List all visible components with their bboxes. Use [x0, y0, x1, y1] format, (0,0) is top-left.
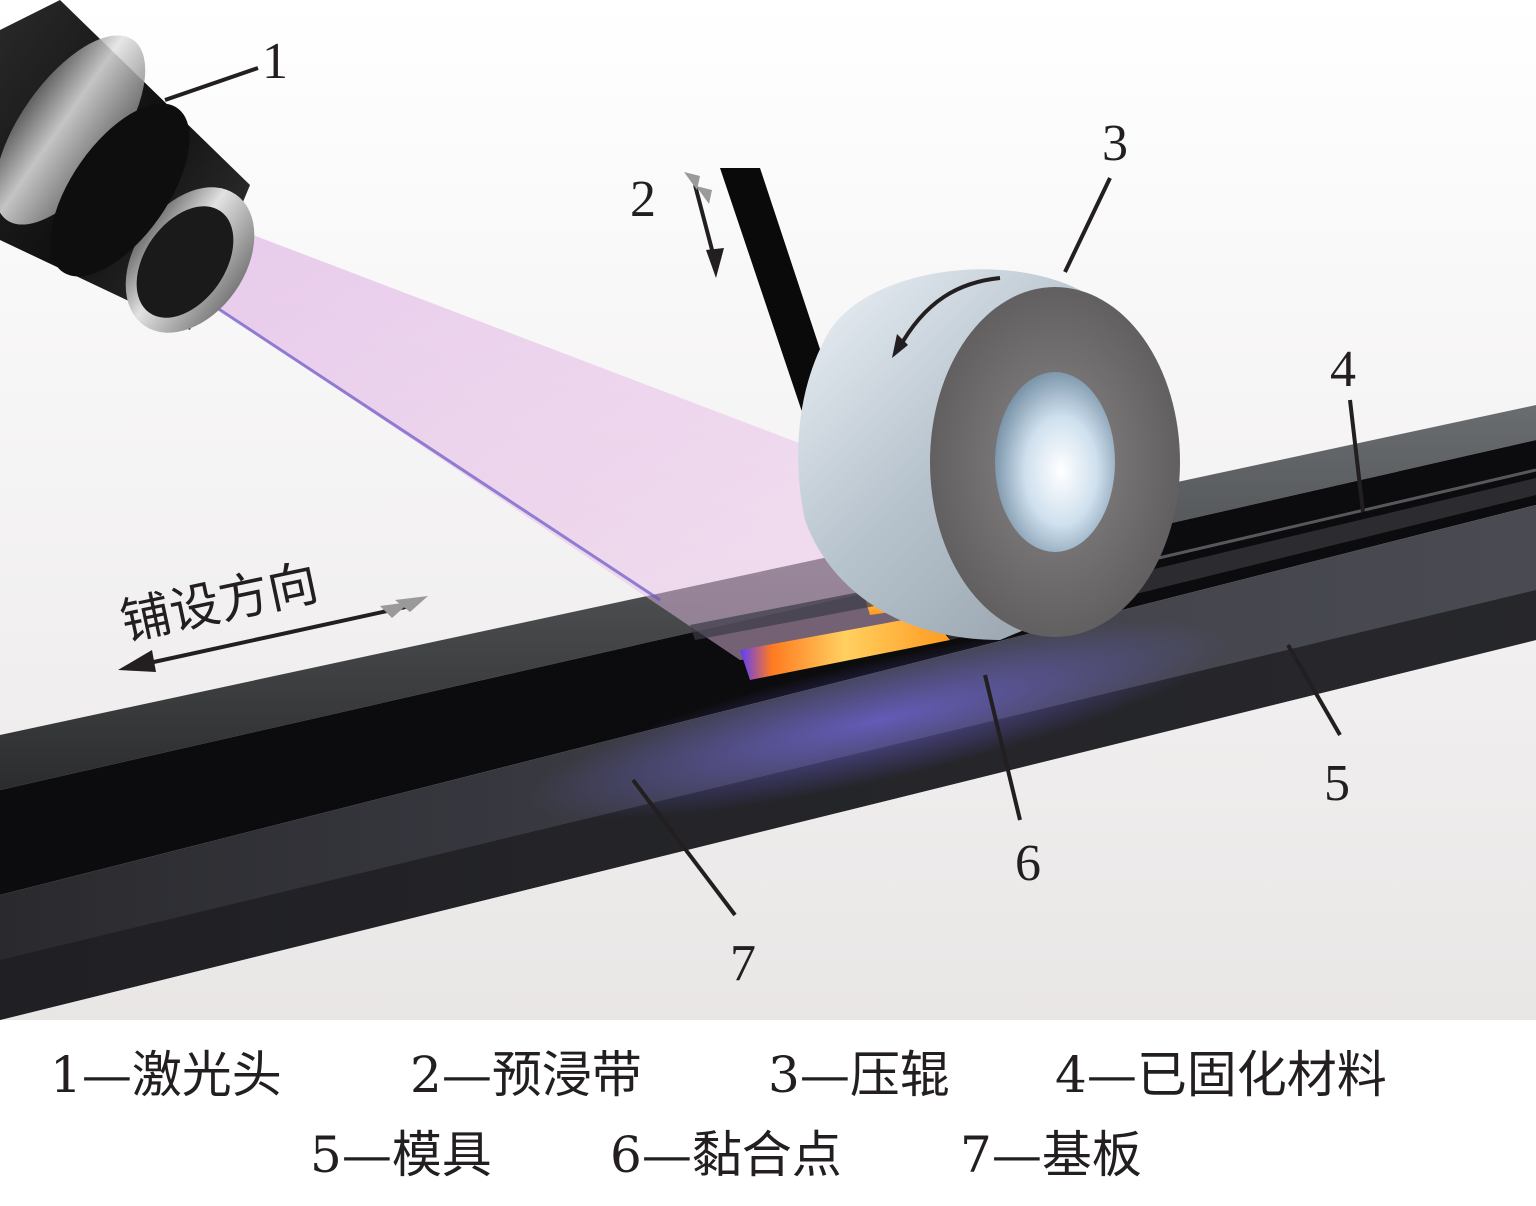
legend-item-compaction-roller: 3—压辊 — [768, 1046, 950, 1104]
callout-1: 1 — [262, 33, 288, 90]
callout-3: 3 — [1102, 115, 1128, 172]
feed-arrow-icon — [684, 172, 724, 278]
substrate-glow — [528, 620, 1232, 820]
callout-6: 6 — [1015, 835, 1041, 892]
laying-direction-arrow — [118, 596, 428, 672]
callout-5: 5 — [1324, 755, 1350, 812]
callout-7: 7 — [730, 935, 756, 992]
legend-item-substrate: 7—基板 — [960, 1126, 1142, 1184]
compaction-roller — [798, 269, 1180, 640]
laser-beam — [205, 230, 930, 660]
legend-row-2: 5—模具 6—黏合点 7—基板 — [0, 1120, 1536, 1190]
legend-item-laser-head: 1—激光头 — [50, 1046, 282, 1104]
leader-lines — [164, 66, 1365, 917]
legend-item-prepreg-tape: 2—预浸带 — [410, 1046, 642, 1104]
legend: 1—激光头 2—预浸带 3—压辊 4—已固化材料 5—模具 6—黏合点 7—基板 — [0, 1040, 1536, 1206]
legend-item-mold: 5—模具 — [310, 1126, 492, 1184]
legend-item-bonding-point: 6—黏合点 — [610, 1126, 842, 1184]
callout-4: 4 — [1330, 341, 1356, 398]
legend-row-1: 1—激光头 2—预浸带 3—压辊 4—已固化材料 — [0, 1040, 1536, 1110]
callout-2: 2 — [630, 171, 656, 228]
laser-head — [0, 0, 255, 333]
legend-item-cured-material: 4—已固化材料 — [1055, 1046, 1387, 1104]
afp-process-illustration: 铺设方向 1 2 3 4 5 6 7 — [0, 0, 1536, 1020]
heated-tape — [740, 615, 950, 680]
